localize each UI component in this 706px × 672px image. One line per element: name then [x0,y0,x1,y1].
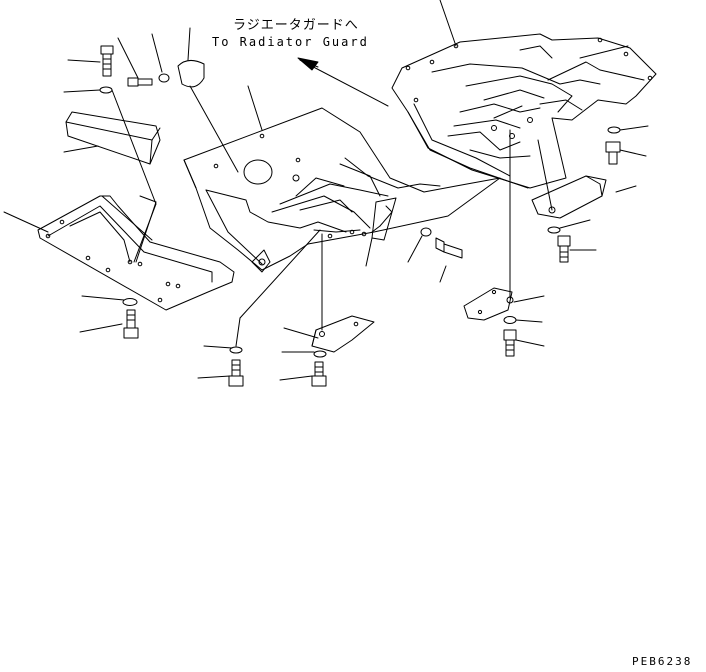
pad-block [64,112,160,164]
small-plate-right [532,140,636,218]
left-mounting-plate [4,196,234,310]
leader-line [134,204,156,262]
part-code: PEB6238 [632,655,693,668]
right-guard [392,0,656,188]
leader-line [240,230,320,318]
small-washer [152,34,169,82]
reference-label-japanese: ラジエータガードへ [233,18,359,33]
bolt-right-top [606,142,646,164]
small-bolt-horizontal [118,38,152,86]
small-plate-lower-right [464,130,544,320]
leader-line [112,90,156,204]
washer-left-lower [82,296,137,306]
cap-plug [178,28,238,172]
bracket-center [366,198,396,266]
washer-center [408,228,431,262]
bolt-center-low [280,362,326,386]
bolt-left-center [198,360,243,386]
small-plate-center [284,316,374,352]
washer-right-mid [548,220,590,233]
washer-top-left [64,87,112,93]
bolt-center [436,238,462,282]
bolt-left-lower [80,310,138,338]
washer-right-top [608,126,648,133]
washer-lower-right [504,317,542,324]
reference-label-english: To Radiator Guard [212,35,369,49]
leader-line [236,318,240,346]
bolt-right-mid [558,236,596,262]
reference-arrow [298,58,388,106]
center-guard [184,86,500,272]
bolt-lower-right [504,330,544,356]
washer-left-center [204,346,242,353]
bolt-top-left [68,46,113,76]
washer-center-low [282,351,326,357]
